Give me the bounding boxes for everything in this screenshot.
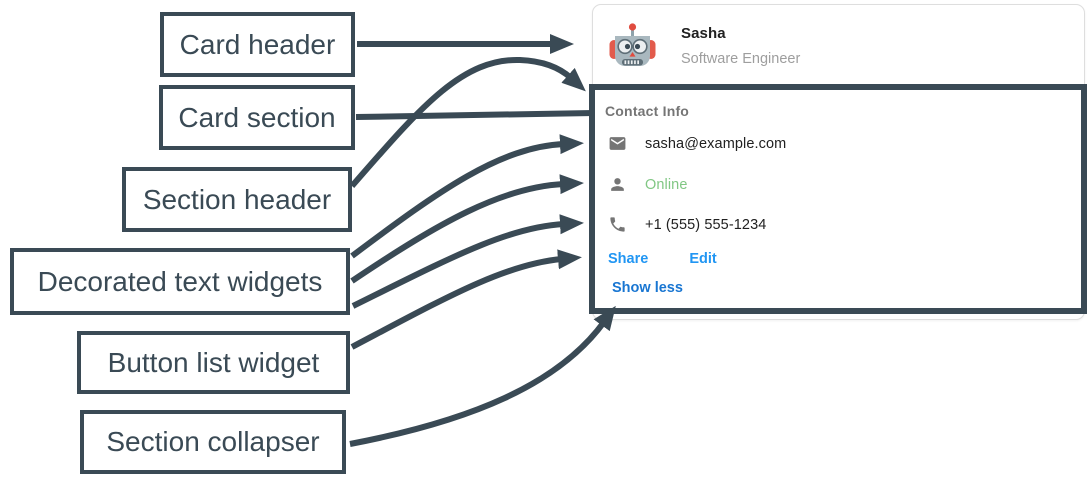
person-icon	[608, 175, 627, 194]
card-header-text: Sasha Software Engineer	[681, 25, 800, 67]
edit-button[interactable]: Edit	[689, 251, 717, 267]
share-button[interactable]: Share	[608, 251, 649, 267]
decorated-text-row-email: sasha@example.com	[608, 134, 786, 153]
decorated-text-row-phone: +1 (555) 555-1234	[608, 215, 766, 234]
section-header-text: Contact Info	[605, 103, 690, 119]
show-less-button[interactable]: Show less	[612, 280, 683, 296]
arrow-decorated-email	[350, 134, 584, 259]
arrow-decorated-phone	[351, 214, 584, 309]
card-section: Contact Info sasha@example.com Online +1…	[589, 84, 1087, 314]
phone-text: +1 (555) 555-1234	[645, 216, 767, 233]
card-subtitle: Software Engineer	[681, 50, 801, 67]
decorated-text-row-status: Online	[608, 175, 688, 194]
label-decorated-text-widgets: Decorated text widgets	[10, 248, 350, 315]
card-header: Sasha Software Engineer	[593, 5, 1084, 86]
email-text: sasha@example.com	[645, 135, 787, 152]
status-text: Online	[645, 176, 688, 193]
card-title: Sasha	[681, 24, 726, 42]
label-card-header: Card header	[160, 12, 355, 77]
arrow-decorated-status	[350, 174, 584, 284]
button-list: Share Edit	[608, 251, 717, 267]
label-button-list-widget: Button list widget	[77, 331, 350, 394]
arrow-section-collapser	[349, 305, 616, 447]
arrow-button-list	[350, 249, 582, 350]
arrow-card-section	[355, 110, 595, 120]
phone-icon	[608, 215, 627, 234]
arrow-section-header	[349, 56, 586, 188]
email-icon	[608, 134, 627, 153]
robot-avatar-icon	[606, 19, 659, 72]
label-card-section: Card section	[159, 85, 355, 150]
label-section-collapser: Section collapser	[80, 410, 346, 474]
label-section-header: Section header	[122, 167, 352, 232]
